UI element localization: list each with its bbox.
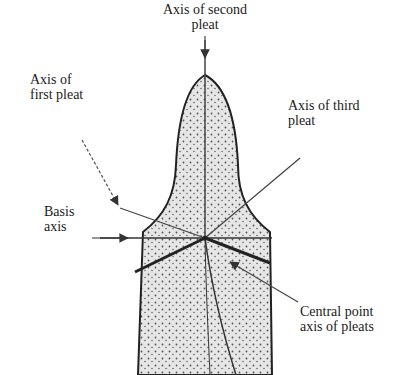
- leader-arrow: [204, 36, 205, 58]
- pleat-line: [205, 238, 270, 263]
- axis-label: Axis of second pleat: [150, 2, 260, 33]
- third-pleat-axis: [205, 158, 300, 238]
- central-point: [203, 236, 208, 241]
- pleat-line: [205, 238, 210, 375]
- second-pleat-axis: [204, 40, 206, 238]
- axis-label: Axis of third pleat: [288, 98, 360, 129]
- axis-label: Central point axis of pleats: [300, 304, 392, 335]
- leader-arrow: [92, 237, 128, 238]
- leader-arrow: [82, 140, 118, 205]
- pleat-line: [135, 238, 205, 272]
- axis-label: Axis of first pleat: [30, 72, 92, 103]
- first-pleat-axis: [120, 208, 205, 238]
- axis-label: Basis axis: [44, 204, 90, 235]
- pleat-line: [205, 238, 236, 375]
- leader-arrow: [230, 262, 298, 302]
